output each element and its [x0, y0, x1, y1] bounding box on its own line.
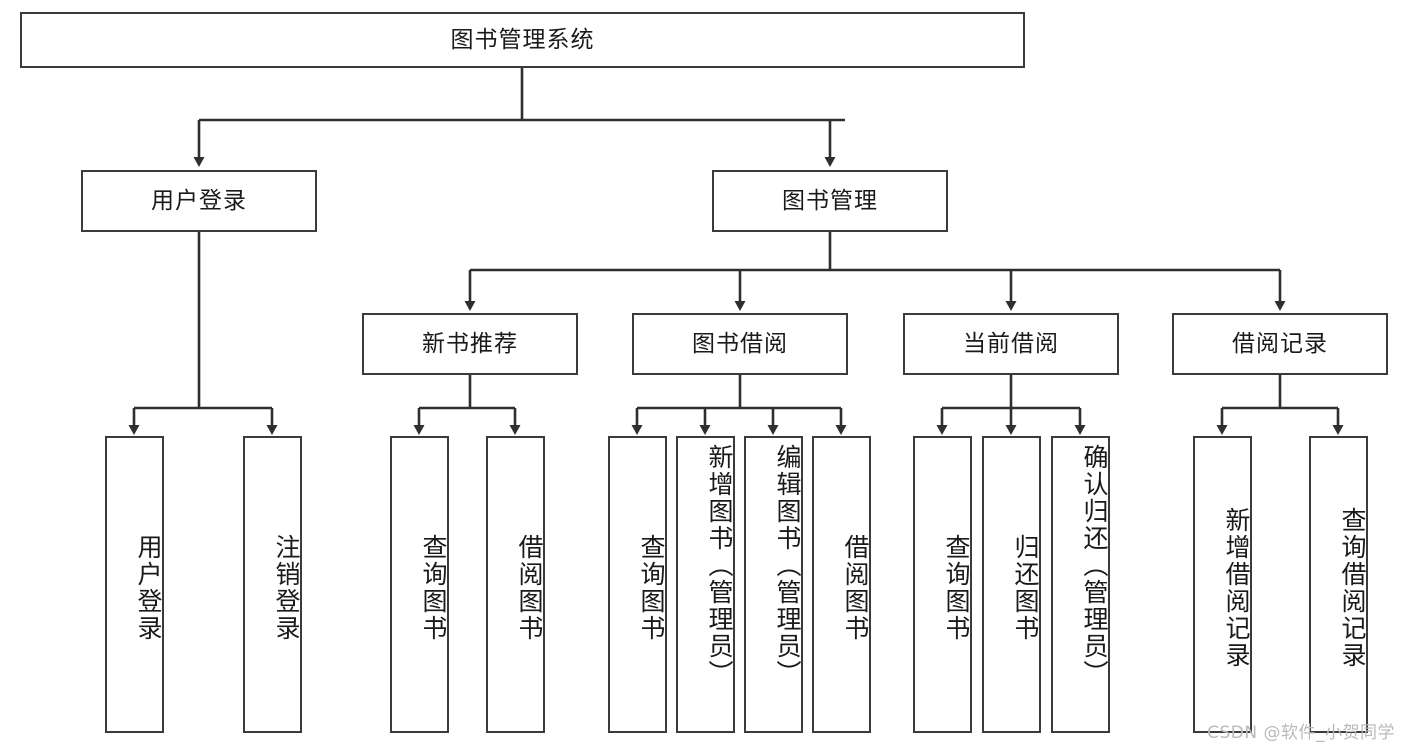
leaf-user-login-login[interactable]: 用户登录	[105, 436, 164, 733]
leaf-current-borrow-query[interactable]: 查询图书	[913, 436, 972, 733]
node-current-borrow[interactable]: 当前借阅	[903, 313, 1119, 375]
node-label: 新书推荐	[422, 330, 518, 357]
node-label: 查询图书	[419, 533, 448, 642]
leaf-current-borrow-confirm-return[interactable]: 确认归还（管理员）	[1051, 436, 1110, 733]
node-label: 查询图书	[942, 533, 971, 642]
node-label: 图书管理系统	[450, 26, 595, 53]
leaf-new-book-borrow[interactable]: 借阅图书	[486, 436, 545, 733]
node-root-system[interactable]: 图书管理系统	[20, 12, 1025, 68]
node-book-borrow[interactable]: 图书借阅	[632, 313, 848, 375]
node-label: 借阅图书	[841, 533, 870, 642]
leaf-current-borrow-return[interactable]: 归还图书	[982, 436, 1041, 733]
node-label: 当前借阅	[963, 330, 1059, 357]
leaf-book-borrow-add[interactable]: 新增图书（管理员）	[676, 436, 735, 733]
leaf-borrow-record-query[interactable]: 查询借阅记录	[1309, 436, 1368, 733]
node-label: 图书管理	[782, 187, 878, 214]
node-label: 编辑图书（管理员）	[773, 444, 802, 687]
leaf-new-book-query[interactable]: 查询图书	[390, 436, 449, 733]
node-label: 借阅记录	[1232, 330, 1328, 357]
node-label: 查询借阅记录	[1338, 506, 1367, 669]
node-label: 用户登录	[151, 187, 247, 214]
node-label: 借阅图书	[515, 533, 544, 642]
leaf-book-borrow-edit[interactable]: 编辑图书（管理员）	[744, 436, 803, 733]
node-label: 新增图书（管理员）	[705, 444, 734, 687]
node-borrow-record[interactable]: 借阅记录	[1172, 313, 1388, 375]
node-label: 用户登录	[134, 533, 163, 642]
leaf-borrow-record-add[interactable]: 新增借阅记录	[1193, 436, 1252, 733]
node-label: 归还图书	[1011, 533, 1040, 642]
node-label: 新增借阅记录	[1222, 506, 1251, 669]
node-book-management[interactable]: 图书管理	[712, 170, 948, 232]
leaf-book-borrow-query[interactable]: 查询图书	[608, 436, 667, 733]
node-label: 确认归还（管理员）	[1080, 444, 1109, 687]
node-label: 注销登录	[272, 533, 301, 642]
leaf-book-borrow-borrow[interactable]: 借阅图书	[812, 436, 871, 733]
watermark-text: CSDN @软件_小贺同学	[1207, 723, 1395, 743]
leaf-user-login-logout[interactable]: 注销登录	[243, 436, 302, 733]
node-label: 图书借阅	[692, 330, 788, 357]
node-new-book-recommend[interactable]: 新书推荐	[362, 313, 578, 375]
node-label: 查询图书	[637, 533, 666, 642]
node-user-login[interactable]: 用户登录	[81, 170, 317, 232]
